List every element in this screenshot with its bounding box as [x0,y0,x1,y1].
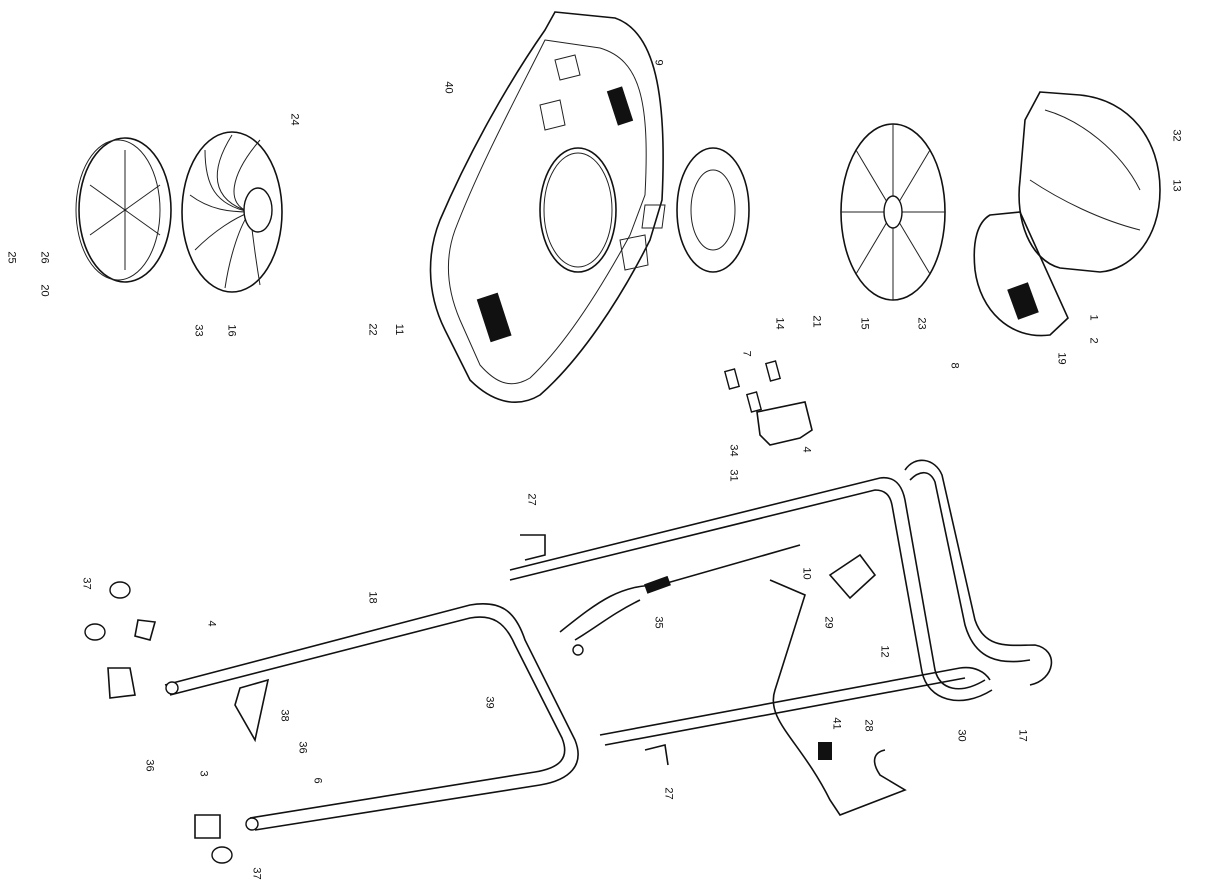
part-label-31: 31 [727,469,740,482]
part-label-21: 21 [810,315,823,328]
part-label-33: 33 [192,324,205,337]
lower-handle-frame [164,603,579,831]
part-label-15: 15 [858,317,871,330]
part-label-24: 24 [288,113,301,126]
part-label-10: 10 [800,567,813,580]
part-label-20: 20 [38,284,51,297]
part-label-29: 29 [822,616,835,629]
part-label-30: 30 [955,729,968,742]
impeller-disc [75,137,172,283]
part-label-27-top: 27 [525,493,538,506]
upper-handle-bar [509,476,993,746]
part-label-3: 3 [197,770,210,777]
bolts [723,360,782,413]
switch-box [828,553,877,600]
part-label-37-top: 37 [80,577,93,590]
gasket-ring [676,147,750,273]
part-label-36-right: 36 [296,741,309,754]
part-label-18: 18 [366,591,379,604]
part-label-23: 23 [915,317,928,330]
part-label-26: 26 [38,251,51,264]
part-label-22: 22 [366,323,379,336]
part-label-14: 14 [773,317,786,330]
impeller-fan [181,131,283,293]
part-label-28: 28 [862,719,875,732]
part-label-7: 7 [740,350,753,357]
part-label-39: 39 [483,696,496,709]
part-label-37-bottom: 37 [250,867,263,880]
part-label-16: 16 [225,324,238,337]
part-label-19: 19 [1055,352,1068,365]
part-label-4: 4 [800,446,813,453]
part-label-13: 13 [1170,179,1183,192]
part-label-12: 12 [878,645,891,658]
part-label-35: 35 [652,616,665,629]
part-label-41: 41 [830,717,843,730]
part-label-38: 38 [278,709,291,722]
small-parts-left [84,581,270,864]
part-label-17: 17 [1016,729,1029,742]
part-label-2: 2 [1087,337,1100,344]
upper-handle [904,459,1053,686]
part-label-25: 25 [5,251,18,264]
control-bail [769,579,907,816]
cable [559,544,801,656]
part-label-8: 8 [948,362,961,369]
part-label-40: 40 [442,81,455,94]
blade-disc [840,123,946,301]
part-label-32: 32 [1170,129,1183,142]
engine-plate [973,211,1069,337]
part-label-11: 11 [393,323,406,336]
bracket [756,401,813,446]
part-label-27-bottom: 27 [662,787,675,800]
part-label-34: 34 [727,444,740,457]
part-label-1: 1 [1087,314,1100,321]
deck-plate [429,11,666,403]
part-label-36-left: 36 [143,759,156,772]
warning-decal [818,742,832,760]
part-label-9: 9 [652,59,665,66]
engine [1018,91,1161,273]
part-label-6: 6 [311,777,324,784]
part-label-4-left: 4 [205,620,218,627]
clips [520,534,669,766]
